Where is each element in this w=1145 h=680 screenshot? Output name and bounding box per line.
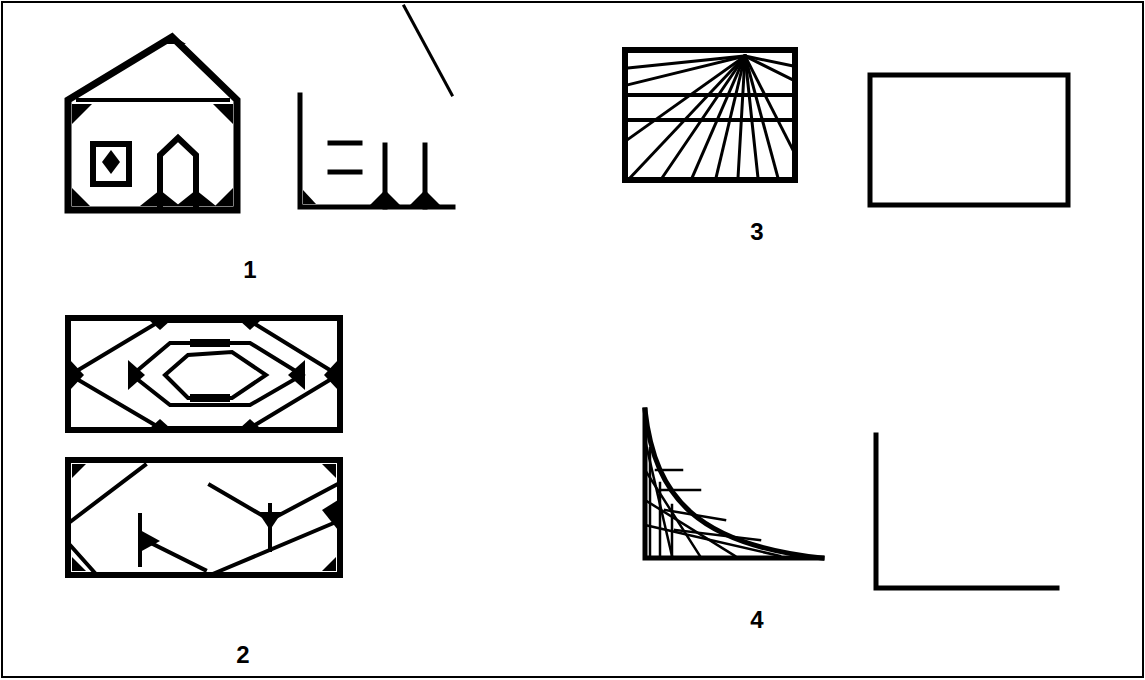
panel-number: 4 bbox=[750, 606, 763, 634]
curve-web bbox=[645, 410, 822, 558]
truss-assembly bbox=[68, 318, 340, 430]
panel-number: 3 bbox=[750, 218, 763, 246]
plain-panel bbox=[870, 75, 1068, 205]
frame-parts bbox=[300, 6, 453, 207]
panel-number: 1 bbox=[243, 256, 256, 284]
house-frame bbox=[68, 37, 237, 210]
radial-lines bbox=[627, 56, 793, 178]
radial-panel bbox=[625, 50, 795, 180]
panel-number: 2 bbox=[236, 641, 249, 669]
plain-angle bbox=[876, 435, 1057, 588]
truss-parts bbox=[68, 460, 340, 575]
